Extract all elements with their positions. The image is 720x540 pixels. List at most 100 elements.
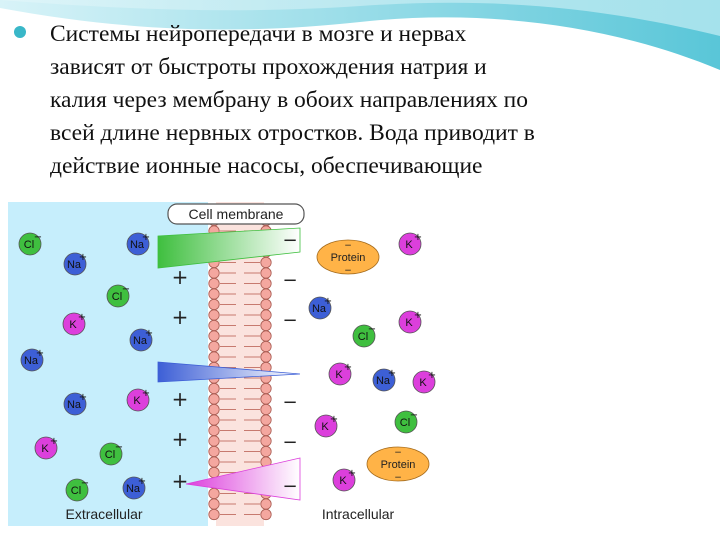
ion-symbol: K [321,421,329,433]
protein-charge: − [394,473,402,483]
protein-label: Protein [331,252,366,264]
ion-charge: − [122,284,130,295]
protein-charge: − [344,241,352,251]
ion-na-outside: Na+ [63,392,87,416]
ion-k-outside: K+ [34,436,58,460]
ion-cl-outside: Cl− [18,232,42,256]
ion-sphere [352,324,376,348]
lipid-head [260,393,272,405]
ion-charge: + [428,370,436,381]
lipid-head [260,414,272,426]
ion-sphere [372,368,396,392]
ion-symbol: Cl [71,485,81,497]
ion-sphere [63,252,87,276]
lipid-head [208,309,220,321]
ion-charge: − [81,478,89,489]
lipid-head [260,330,272,342]
ion-k-inside: K+ [398,232,422,256]
ion-symbol: Cl [400,417,410,429]
ion-k-outside: K+ [126,388,150,412]
protein: Protein−− [316,239,380,276]
cell-membrane-label: Cell membrane [189,206,284,222]
ion-k-inside: K+ [398,310,422,334]
ion-symbol: Na [130,239,145,251]
lipid-head [208,277,220,290]
ion-na-outside: Na+ [122,476,146,500]
extracellular-label: Extracellular [65,506,142,522]
ion-sphere [332,468,356,492]
ion-sphere [122,476,146,500]
ion-charge: + [50,436,58,447]
positive-charge: + [172,387,189,411]
ion-symbol: Cl [112,291,122,303]
ion-symbol: Na [126,483,141,495]
lipid-head [208,456,220,468]
ion-sphere [398,310,422,334]
ion-charge: + [79,392,87,403]
lipid-head [260,319,272,332]
lipid-head [208,414,220,426]
ion-charge: + [388,368,396,379]
text-line: Системы нейропередачи в мозге и нервах [50,21,467,47]
lipid-head [260,277,272,290]
lipid-head [260,382,272,395]
ion-cl-outside: Cl− [65,478,89,502]
lipid-head [208,424,220,437]
ion-charge: + [324,296,332,307]
ion-symbol: Na [67,399,82,411]
lipid-head [208,288,220,300]
bullet-icon [14,26,26,38]
lipid-head [208,393,220,405]
ion-cl-inside: Cl− [352,324,376,348]
ion-na-inside: Na+ [372,368,396,392]
lipid-head [208,351,220,363]
ion-k-inside: K+ [332,468,356,492]
ion-charge: + [79,252,87,263]
lipid-head [260,445,272,458]
lipid-head [260,288,272,300]
negative-charge: − [282,270,297,291]
ion-charge: + [145,328,153,339]
ion-k-inside: K+ [412,370,436,394]
charge-signs: +++++−−−−−− [172,230,298,497]
lipid-head [260,508,272,521]
ion-sphere [62,312,86,336]
cell-membrane-label-box [167,203,305,225]
lipid-head [260,340,272,353]
ion-symbol: K [133,395,141,407]
ion-cl-outside: Cl− [106,284,130,308]
ion-k-inside: K+ [328,362,352,386]
lipid-head [260,498,272,510]
ion-charge: − [368,324,376,335]
lipid-head [208,267,220,279]
ion-na-outside: Na+ [20,348,44,372]
ion-k-outside: K+ [62,312,86,336]
gradient-wedges [157,227,301,501]
ion-sphere [34,436,58,460]
lipid-head [208,319,220,332]
ion-na-inside: Na+ [308,296,332,320]
ion-cl-outside: Cl− [99,442,123,466]
ion-sphere [65,478,89,502]
chloride-gradient-wedge [157,227,301,269]
ion-symbol: K [339,475,347,487]
positive-charge: + [172,469,189,493]
negative-charge: − [282,392,297,413]
positive-charge: + [172,427,189,451]
text-line: калия через мембрану в обоих направления… [50,87,529,113]
ion-symbol: K [69,319,77,331]
text-line: зависят от быстроты прохождения натрия и [50,54,487,80]
ion-na-outside: Na+ [129,328,153,352]
ion-sphere [314,414,338,438]
ion-charge: + [414,310,422,321]
sodium-gradient-wedge [157,361,301,383]
lipid-head [208,330,220,342]
lipid-head [208,445,220,458]
ion-symbol: Cl [358,331,368,343]
lipid-head [260,309,272,321]
protein-label: Protein [381,459,416,471]
ion-charge: + [78,312,86,323]
lipid-head [260,298,272,311]
ion-symbol: Cl [105,449,115,461]
